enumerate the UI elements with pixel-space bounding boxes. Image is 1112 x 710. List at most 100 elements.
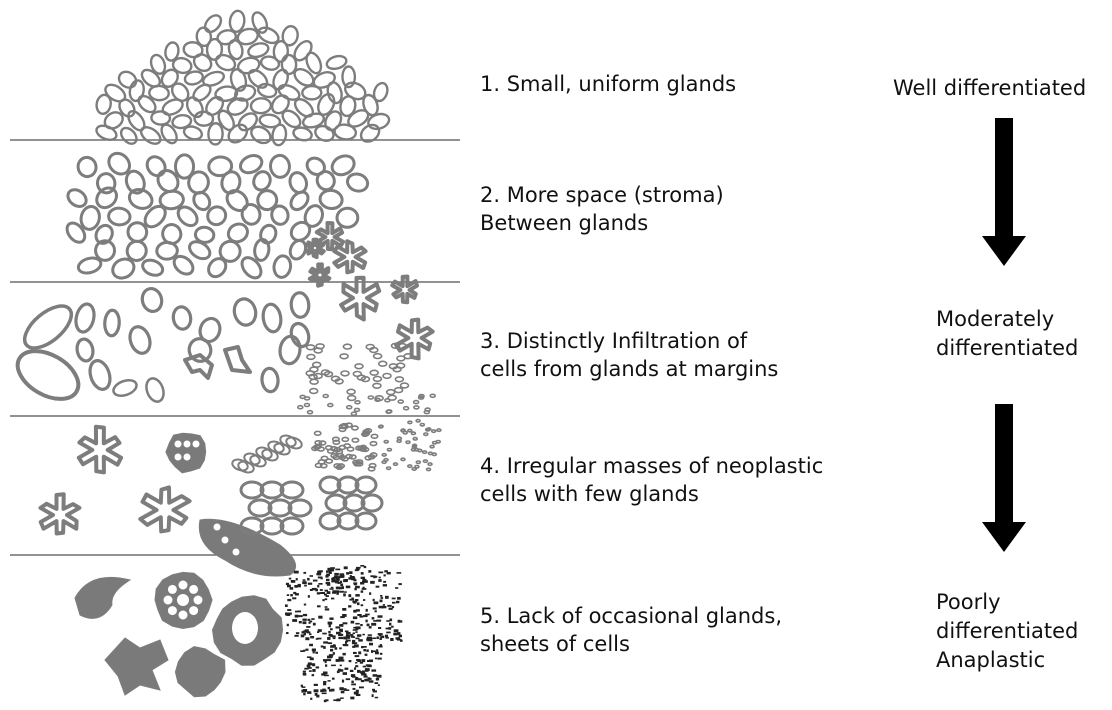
tumor-cell [366,620,368,623]
infiltrating-cell [387,390,395,395]
cell-cluster [428,452,432,454]
cell-cluster [394,463,398,465]
tumor-cell [330,567,335,569]
tumor-cell [329,569,334,572]
tumor-cell [383,581,386,583]
tumor-cell [365,614,370,616]
tumor-cell [345,668,349,670]
tumor-cell [360,565,364,567]
tumor-cell [375,610,377,612]
tumor-cell [331,645,336,647]
tumor-cell [343,579,347,582]
tumor-cell [360,672,365,674]
gland-ring [144,153,169,179]
cell-cluster [423,451,427,453]
tumor-cell [381,597,384,599]
tumor-cell [307,665,311,668]
cell-cluster [428,463,432,465]
tumor-cell [396,637,401,640]
tumor-cell [310,663,314,665]
tumor-cell [394,629,399,632]
cell-cluster [420,424,424,426]
tumor-cell [326,579,330,581]
tumor-cell [303,579,306,581]
tumor-cell [298,584,301,586]
necrotic-center [232,612,258,644]
tumor-cell [353,688,356,690]
tumor-cell [324,594,327,596]
tumor-cell [351,636,354,638]
gland-ring [232,297,259,328]
tumor-cell [355,678,357,680]
gland-ring [336,208,358,228]
tumor-cell [373,674,377,677]
tumor-cell [377,675,382,678]
tumor-cell [355,626,360,628]
tumor-cell [336,578,339,580]
cell-cluster [412,468,416,470]
cell-cluster [408,429,412,431]
tumor-cell [304,585,307,587]
tumor-cell [328,687,331,689]
tumor-cell [373,607,377,609]
cell-cluster [427,468,431,470]
tumor-cell [332,592,336,594]
tumor-cell [318,617,322,619]
tumor-cell [331,665,336,667]
tumor-cell [384,574,386,576]
cell-cluster [326,459,332,463]
cell-cluster [408,465,412,467]
infiltrating-cell [398,400,403,403]
tumor-cell [373,599,375,601]
tumor-cell [378,633,383,635]
infiltrating-cell [347,389,355,394]
tumor-cell [339,647,342,649]
tumor-cell [303,673,306,676]
tumor-cell [315,589,318,592]
tumor-cell [343,644,347,646]
infiltrating-cell [368,396,373,399]
arrow-down-icon [980,404,1028,554]
tumor-cell [331,587,334,589]
tumor-cell [339,629,343,632]
gland-ring [138,124,163,147]
tumor-cell [374,602,379,605]
tumor-cell [361,572,364,575]
lobed-gland [396,320,433,359]
cell-cluster [397,437,401,439]
tumor-cell [292,597,296,599]
tumor-cell [355,655,360,657]
tumor-cell [313,651,315,654]
tumor-cell [346,586,351,589]
tumor-cell [354,583,357,586]
tumor-cell [316,666,320,668]
tumor-cell [386,637,389,639]
tumor-cell [385,596,389,599]
tumor-cell [368,677,371,679]
tumor-cell [292,619,297,622]
tumor-cell [392,602,396,604]
lobed-gland [79,427,121,473]
tumor-cell [330,649,333,652]
tumor-cell [294,585,297,588]
tumor-cell [327,591,331,594]
tumor-cell [338,637,343,639]
tumor-cell [352,676,356,678]
tumor-cell [303,621,307,624]
tumor-cell [396,601,399,604]
tumor-cell [329,572,332,575]
tumor-cell [358,639,363,641]
tumor-cell [346,634,348,636]
tumor-cell [369,626,372,628]
tumor-cell [377,636,379,639]
branching-gland [185,347,250,378]
tumor-cell [376,620,381,622]
infiltrating-cell [307,345,315,350]
cell-cluster [315,431,321,435]
lobed-gland [41,494,80,533]
tumor-cell [325,575,328,578]
tumor-cell [378,646,382,648]
tumor-cell [328,642,332,644]
infiltrating-cell [424,411,429,414]
infiltrating-cell [340,354,348,359]
